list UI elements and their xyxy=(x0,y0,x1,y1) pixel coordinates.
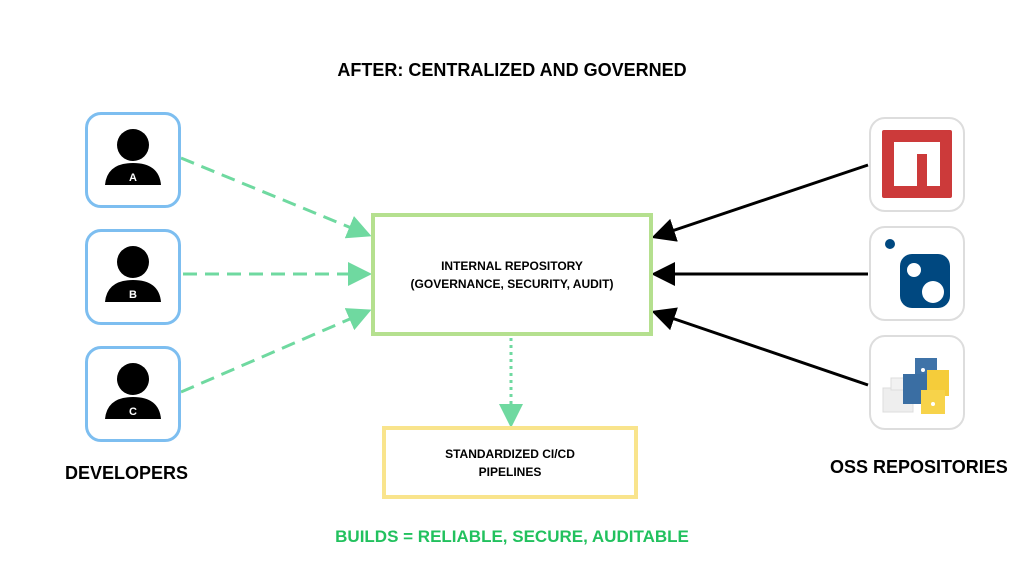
developer-letter: B xyxy=(129,289,137,301)
developer-c: C xyxy=(85,346,181,442)
builds-summary: BUILDS = RELIABLE, SECURE, AUDITABLE xyxy=(335,527,689,546)
oss-nuget xyxy=(869,226,965,321)
user-icon: C xyxy=(105,363,161,419)
nuget-logo-icon xyxy=(885,238,950,308)
arrow-npm-to-repo xyxy=(651,163,869,242)
developers-label: DEVELOPERS xyxy=(65,463,189,483)
pypi-logo-icon xyxy=(882,357,949,414)
repo-subtitle: (GOVERNANCE, SECURITY, AUDIT) xyxy=(410,276,614,291)
pipelines-line2: PIPELINES xyxy=(478,464,542,479)
oss-pypi xyxy=(869,335,965,430)
oss-npm xyxy=(869,117,965,212)
diagram-title: AFTER: CENTRALIZED AND GOVERNED xyxy=(337,60,687,80)
arrow-pypi-to-repo xyxy=(651,307,869,387)
pipelines-line1: STANDARDIZED CI/CD xyxy=(445,446,575,461)
arrow-dev-a-to-repo xyxy=(180,156,372,239)
internal-repository-box: INTERNAL REPOSITORY (GOVERNANCE, SECURIT… xyxy=(371,213,653,336)
user-icon: B xyxy=(105,246,161,302)
developer-letter: C xyxy=(129,406,137,418)
developer-b: B xyxy=(85,229,181,325)
arrow-dev-c-to-repo xyxy=(180,308,372,394)
npm-logo-icon xyxy=(882,129,952,198)
developer-letter: A xyxy=(129,172,137,184)
pipelines-box: STANDARDIZED CI/CD PIPELINES xyxy=(382,426,638,499)
oss-repositories-label: OSS REPOSITORIES xyxy=(830,457,1008,477)
repo-title: INTERNAL REPOSITORY xyxy=(441,258,583,273)
user-icon: A xyxy=(105,129,161,185)
developer-a: A xyxy=(85,112,181,208)
